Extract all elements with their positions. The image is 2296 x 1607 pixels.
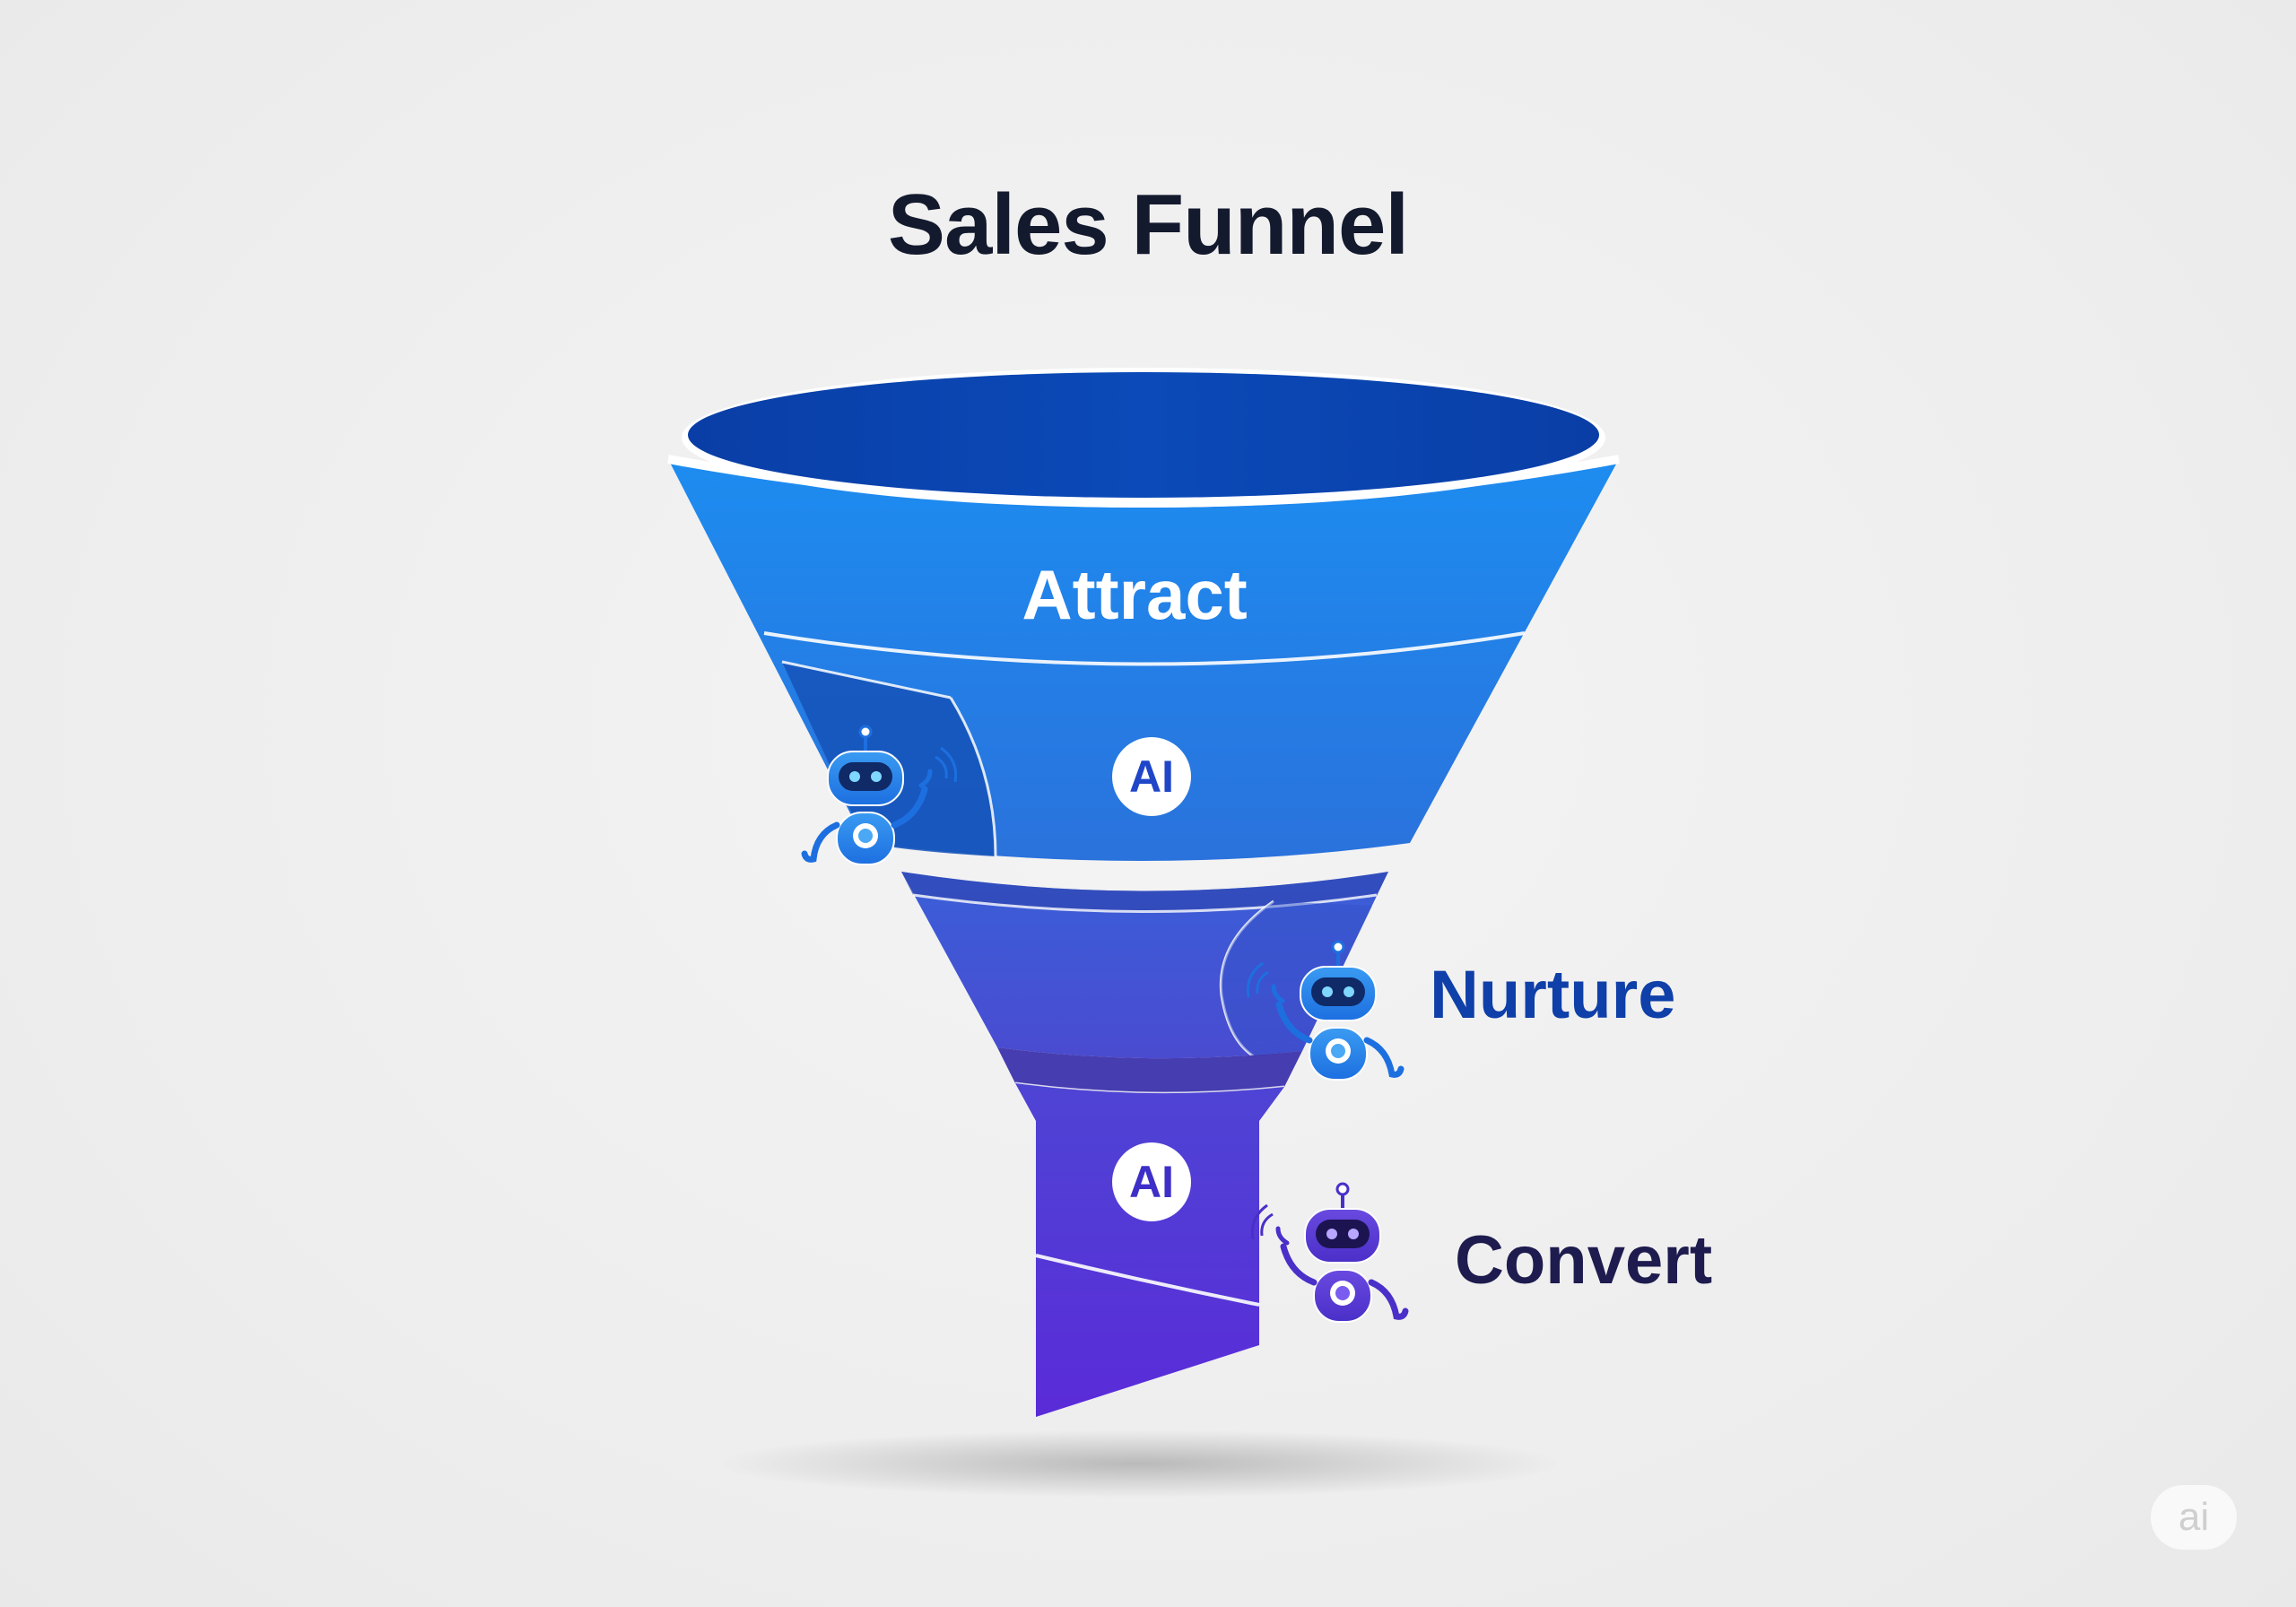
- divider-line: [1035, 1254, 1260, 1307]
- ai-badge: AI: [1112, 737, 1191, 816]
- robot-icon: [1250, 1182, 1409, 1323]
- funnel-shadow: [718, 1429, 1561, 1498]
- funnel-stage-convert: [1015, 1083, 1284, 1417]
- stage-label-nurture: Nurture: [1430, 957, 1676, 1033]
- funnel-stage-nurture: [901, 872, 1388, 1059]
- funnel-rim: [688, 372, 1599, 498]
- robot-icon: [1246, 940, 1405, 1081]
- page-title: Sales Funnel: [887, 177, 1409, 273]
- watermark-badge: ai: [2151, 1485, 2237, 1550]
- stage-label-attract: Attract: [1022, 555, 1248, 634]
- divider-line: [763, 631, 1526, 666]
- stage-label-convert: Convert: [1455, 1222, 1713, 1299]
- ai-badge: AI: [1112, 1142, 1191, 1221]
- robot-icon: [801, 725, 958, 865]
